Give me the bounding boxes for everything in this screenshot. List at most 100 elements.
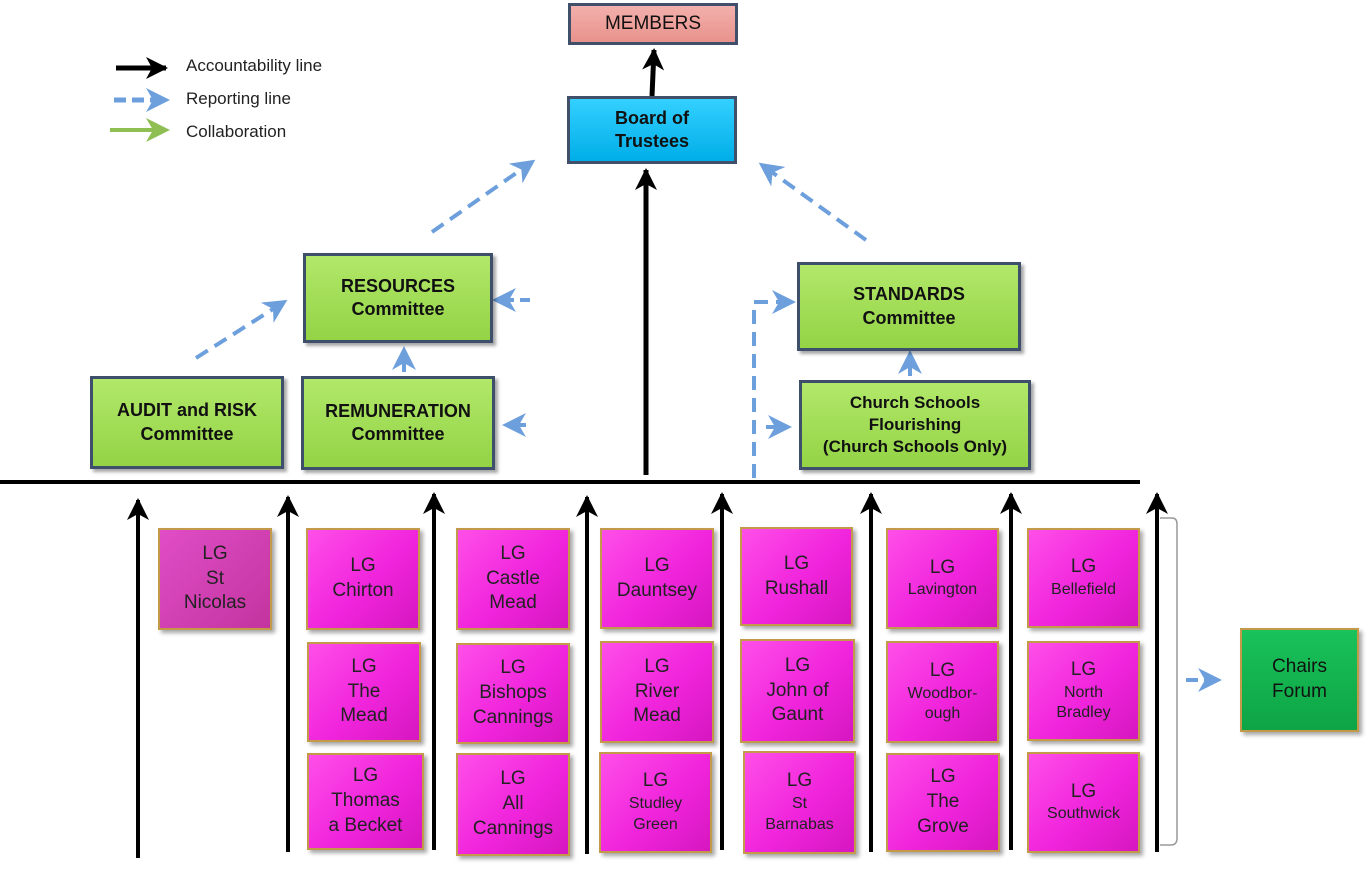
lg-label-line: LG [500, 657, 526, 679]
lg-label-line: Chirton [332, 580, 394, 601]
lg-thomas-a-becket-box: LG Thomas a Becket [307, 753, 424, 850]
lg-label-line: LG [784, 654, 811, 676]
lg-bellefield-box: LG Bellefield [1027, 528, 1140, 628]
lg-group-bracket [1160, 517, 1178, 846]
lg-rushall-box: LG Rushall [740, 527, 853, 626]
lg-label-line: Southwick [1047, 805, 1120, 823]
standards-committee-box: STANDARDS Committee [797, 262, 1021, 351]
legend-accountability-label: Accountability line [186, 56, 323, 75]
lg-label-line: Mead [489, 592, 537, 614]
lg-label-line: Gaunt [771, 704, 824, 726]
lg-label-line: LG [350, 555, 376, 577]
board-of-trustees-box: Board of Trustees [567, 96, 737, 164]
lg-label-line: LG [644, 655, 670, 677]
lg-label-line: St [791, 795, 808, 813]
lg-label-line: LG [1070, 658, 1097, 680]
lg-label-line: LG [1070, 780, 1097, 802]
remuneration-committee-box: REMUNERATION Committee [301, 376, 495, 470]
lg-all-cannings-box: LG All Cannings [456, 753, 570, 856]
lg-label-line: Cannings [472, 706, 554, 728]
lg-label-line: LG [642, 770, 669, 792]
lg-label-line: Barnabas [765, 815, 834, 833]
board-to-members-arrow [642, 48, 665, 97]
lg-label-line: LG [929, 659, 956, 681]
committee-label-line: (Church Schools Only) [822, 437, 1008, 457]
committee-label-line: Committee [862, 307, 956, 328]
committee-label-line: Committee [351, 424, 445, 444]
lg-label-line: LG [1070, 556, 1097, 578]
lg-label-line: Castle [486, 567, 540, 589]
lg-label-line: LG [929, 556, 956, 578]
committee-label-line: STANDARDS [853, 284, 965, 305]
lg-studley-green-box: LG Studley Green [599, 752, 712, 853]
lg-john-of-gaunt-box: LG John of Gaunt [740, 639, 855, 743]
resources-committee-box: RESOURCES Committee [303, 253, 493, 343]
lg-label-line: LG [500, 542, 526, 564]
lg-label-line: LG [930, 766, 956, 788]
lg-label-line: Dauntsey [616, 579, 698, 601]
committee-label-line: REMUNERATION [325, 400, 471, 421]
lg-the-mead-box: LG The Mead [307, 642, 421, 742]
lg-dauntsey-box: LG Dauntsey [600, 528, 714, 629]
lg-label-line: Grove [917, 815, 969, 837]
lg-label-line: The [347, 680, 381, 702]
resources-to-board-arrow [430, 159, 536, 234]
lg-woodborough-box: LG Woodbor- ough [886, 641, 999, 743]
lg-label-line: LG [352, 765, 379, 787]
committee-label-line: RESOURCES [340, 275, 456, 296]
lg-label-line: ough [924, 705, 961, 723]
committee-label-line: Committee [140, 423, 234, 444]
board-label-line: Board of [615, 107, 689, 128]
lg-label-line: St [206, 567, 224, 589]
lg-label-line: Rushall [764, 577, 829, 599]
standards-to-board-arrow [758, 162, 868, 242]
committee-label-line: Committee [351, 299, 445, 319]
lg-castle-mead-box: LG Castle Mead [456, 528, 570, 630]
members-label: MEMBERS [604, 12, 702, 34]
chairs-forum-label-line: Chairs [1272, 656, 1327, 678]
lg-label-line: Mead [340, 705, 388, 727]
lg-label-line: River [634, 680, 680, 702]
lg-label-line: Mead [633, 705, 681, 727]
lg-label-line: The [926, 791, 960, 813]
lg-label-line: John of [766, 679, 829, 701]
lg-label-line: Woodbor- [907, 684, 978, 702]
lg-st-nicolas-box: LG St Nicolas [158, 528, 272, 630]
lg-label-line: Cannings [472, 817, 554, 839]
church-schools-flourishing-box: Church Schools Flourishing (Church Schoo… [799, 380, 1031, 470]
lg-to-standards-arrow [752, 290, 796, 478]
lg-label-line: All [502, 793, 524, 815]
audit-risk-committee-box: AUDIT and RISK Committee [90, 376, 284, 469]
legend-collaboration-label: Collaboration [186, 122, 287, 141]
lg-st-barnabas-box: LG St Barnabas [743, 751, 856, 854]
chairs-forum-label-line: Forum [1272, 681, 1327, 702]
lg-label-line: LG [783, 552, 810, 574]
lg-label-line: Nicolas [183, 592, 247, 614]
lg-label-line: Lavington [907, 581, 978, 599]
lg-label-line: Bradley [1056, 704, 1111, 722]
lg-label-line: Studley [628, 795, 683, 813]
lg-label-line: North [1063, 683, 1104, 701]
members-box: MEMBERS [568, 3, 738, 45]
lg-chirton-box: LG Chirton [306, 528, 420, 630]
lg-label-line: a Becket [328, 814, 403, 836]
lg-label-line: LG [500, 768, 526, 790]
chairs-forum-box: Chairs Forum [1240, 628, 1359, 732]
lg-bishops-cannings-box: LG Bishops Cannings [456, 643, 570, 744]
lg-label-line: Green [633, 815, 678, 833]
lg-label-line: Bellefield [1051, 580, 1116, 598]
committee-label-line: AUDIT and RISK [116, 400, 257, 421]
lg-label-line: LG [644, 554, 670, 576]
lg-label-line: Thomas [331, 790, 400, 812]
lg-north-bradley-box: LG North Bradley [1027, 641, 1140, 741]
lg-label-line: Bishops [479, 682, 547, 704]
committee-label-line: Flourishing [868, 414, 962, 434]
audit-to-resources-arrow [194, 299, 288, 360]
committee-label-line: Church Schools [849, 392, 981, 412]
lg-southwick-box: LG Southwick [1027, 752, 1140, 853]
lg-lavington-box: LG Lavington [886, 528, 999, 629]
board-label-line: Trustees [614, 131, 690, 151]
lg-the-grove-box: LG The Grove [886, 753, 1000, 852]
lg-river-mead-box: LG River Mead [600, 641, 714, 743]
